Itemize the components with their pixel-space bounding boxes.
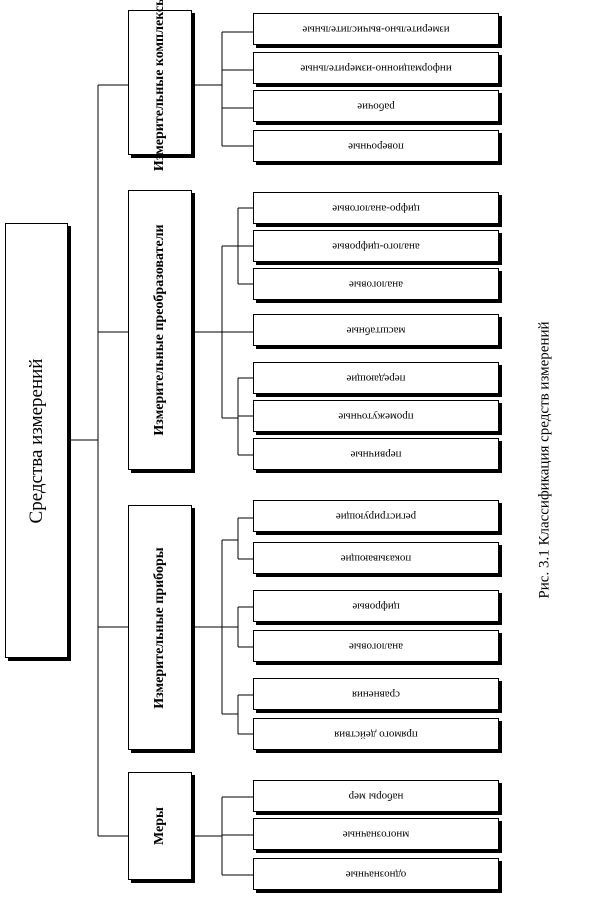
leaf-label: масштабные [346,324,406,337]
leaf-label: регистрирующие [335,510,417,523]
leaf-item: измерительно-вычислительные [253,13,499,45]
leaf-label: аналоговые [349,278,403,291]
leaf-item: многозначные [253,818,499,850]
leaf-label: измерительно-вычислительные [302,23,450,36]
leaf-item: прямого действия [253,718,499,750]
category-label: Измерительные преобразователи [151,224,167,436]
leaf-label: передающие [346,372,406,385]
leaf-label: сравнения [351,688,401,701]
leaf-item: первичные [253,438,499,470]
leaf-item: цифровые [253,590,499,622]
leaf-label: прямого действия [334,728,418,741]
root-label: Средства измерений [25,358,47,523]
leaf-item: информационно-измерительные [253,52,499,84]
leaf-label: аналого-цифровые [332,240,420,253]
leaf-label: первичные [350,448,402,461]
leaf-label: показывающие [340,552,412,565]
category-measures: Меры [128,772,192,880]
leaf-label: промежуточные [338,410,414,423]
root-box: Средства измерений [5,223,68,658]
leaf-label: цифровые [352,600,400,613]
leaf-item: передающие [253,362,499,394]
leaf-item: цифро-аналоговые [253,192,499,224]
leaf-item: промежуточные [253,400,499,432]
leaf-label: аналоговые [349,640,403,653]
leaf-item: аналоговые [253,630,499,662]
leaf-item: рабочие [253,90,499,122]
leaf-item: показывающие [253,542,499,574]
leaf-label: наборы мер [348,790,404,803]
leaf-label: однозначные [345,868,407,881]
leaf-item: наборы мер [253,780,499,812]
category-label: Измерительные приборы [151,546,167,709]
leaf-label: информационно-измерительные [300,62,452,75]
leaf-item: аналоговые [253,268,499,300]
leaf-label: цифро-аналоговые [332,202,420,215]
category-instruments: Измерительные приборы [128,505,192,750]
figure-caption: Рис. 3.1 Классификация средств измерений [536,321,553,599]
category-converters: Измерительные преобразователи [128,190,192,470]
category-complexes: Измерительные комплексы [128,0,192,171]
leaf-item: сравнения [253,678,499,710]
leaf-item: регистрирующие [253,500,499,532]
leaf-label: рабочие [357,100,395,113]
category-label: Меры [151,807,167,845]
category-label: Измерительные комплексы [151,0,167,171]
leaf-item: масштабные [253,314,499,346]
leaf-item: однозначные [253,858,499,890]
leaf-label: многозначные [342,828,410,841]
leaf-item: аналого-цифровые [253,230,499,262]
leaf-label: поверочные [348,140,404,153]
leaf-item: поверочные [253,130,499,162]
